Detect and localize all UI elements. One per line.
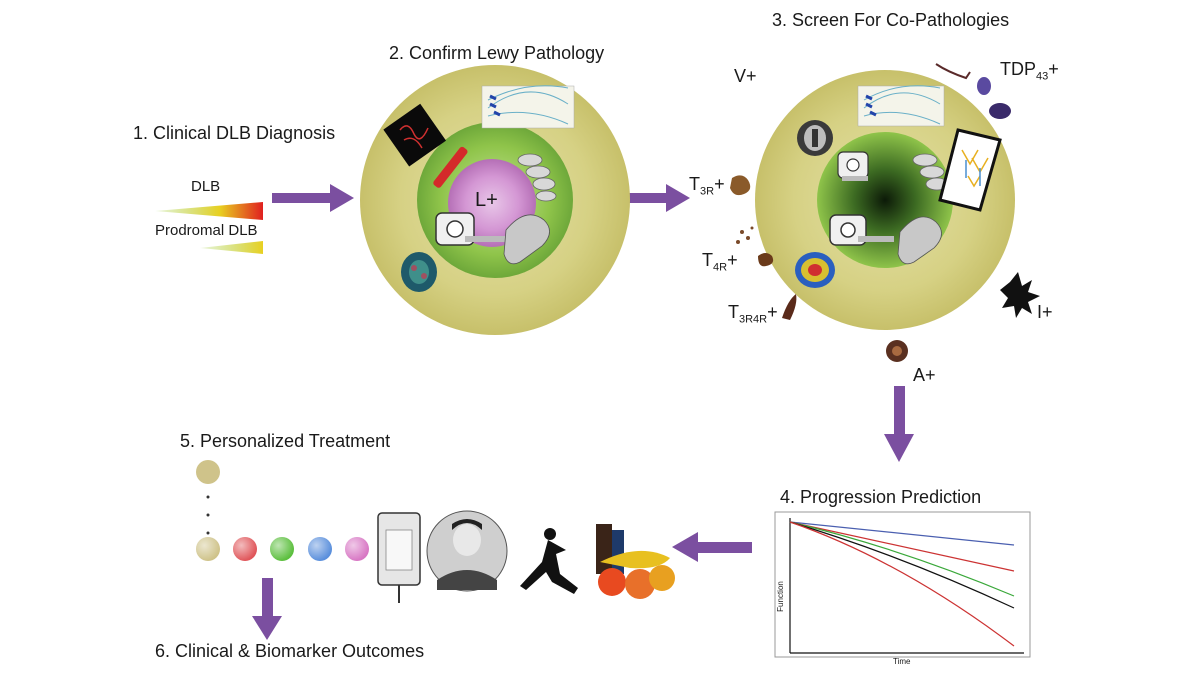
patient-photo — [426, 510, 508, 592]
progression-line-2 — [789, 521, 1015, 572]
pet-scanner-icon — [435, 212, 505, 246]
hand-exam-icon-2 — [897, 216, 942, 265]
arrow-5-to-6 — [252, 578, 282, 640]
chart-xlabel: Time — [893, 657, 911, 666]
progression-lines — [789, 521, 1015, 647]
treatment-pill-shine-2 — [233, 537, 257, 561]
dlb-gradient-label: DLB — [191, 178, 221, 195]
tau3r-histology — [730, 175, 751, 196]
step-6-label: 6. Clinical & Biomarker Outcomes — [155, 641, 425, 661]
step-5-label: 5. Personalized Treatment — [180, 431, 391, 451]
lewy-pathology-circle — [360, 65, 630, 335]
exercise-silhouette — [520, 528, 578, 594]
mri-scan-image — [797, 120, 833, 156]
progression-line-4 — [789, 521, 1015, 609]
lewy-body-label: L+ — [475, 189, 498, 211]
network-graph-image — [481, 85, 575, 129]
network-graph-image-2 — [857, 85, 945, 127]
arrow-4-to-5 — [672, 532, 752, 562]
arrow-2-to-3 — [626, 184, 690, 212]
treatment-pill-top — [196, 460, 220, 484]
progression-chart — [774, 511, 1031, 658]
copathology-circle — [755, 70, 1015, 330]
hand-exam-icon — [503, 214, 550, 265]
western-blot-image — [938, 128, 1002, 212]
inflammation-marker: I+ — [1037, 302, 1053, 322]
prodromal-gradient-label: Prodromal DLB — [155, 222, 258, 239]
probe-icon — [433, 146, 468, 188]
treatment-pill-shine-1 — [196, 537, 220, 561]
arrow-3-to-4 — [884, 386, 914, 462]
progression-line-5 — [789, 521, 1015, 647]
tdp43-histology — [935, 63, 1011, 119]
treatment-pill-shine-3 — [270, 537, 294, 561]
tdp43-marker: TDP43+ — [1000, 59, 1059, 83]
vascular-marker: V+ — [734, 66, 757, 86]
iv-bag-image — [377, 512, 421, 603]
progression-line-3 — [789, 521, 1015, 597]
step-1-label: 1. Clinical DLB Diagnosis — [133, 123, 336, 143]
treatment-pill-shine-4 — [308, 537, 332, 561]
prodromal-gradient-wedge — [200, 241, 263, 254]
step-3-label: 3. Screen For Co-Pathologies — [772, 10, 1010, 30]
spine-icon — [517, 153, 557, 202]
tau3r-marker: T3R+ — [689, 174, 725, 198]
brain-scan-image — [401, 252, 437, 292]
progression-line-1 — [789, 521, 1015, 546]
tau4r-histology — [736, 226, 774, 267]
amyloid-marker: A+ — [913, 365, 936, 385]
tau3r4r-marker: T3R4R+ — [728, 302, 778, 326]
pill-ellipsis-dots — [206, 495, 210, 535]
treatment-pill-shine-5 — [345, 537, 369, 561]
chart-ylabel: Function — [775, 581, 785, 612]
food-image — [596, 524, 675, 599]
dlb-gradient-wedge — [155, 202, 263, 220]
arrow-1-to-2 — [272, 184, 354, 212]
inflammation-histology — [1000, 272, 1040, 318]
pet-brain-image — [795, 252, 835, 288]
tau4r-marker: T4R+ — [702, 250, 738, 274]
amyloid-histology — [886, 340, 908, 362]
treatment-pills — [196, 460, 369, 561]
step-2-label: 2. Confirm Lewy Pathology — [389, 43, 605, 63]
ct-scanner-icon — [837, 151, 869, 181]
pet-scanner-icon-2 — [829, 214, 894, 246]
step-4-label: 4. Progression Prediction — [780, 487, 982, 507]
tau3r4r-histology — [782, 294, 797, 320]
